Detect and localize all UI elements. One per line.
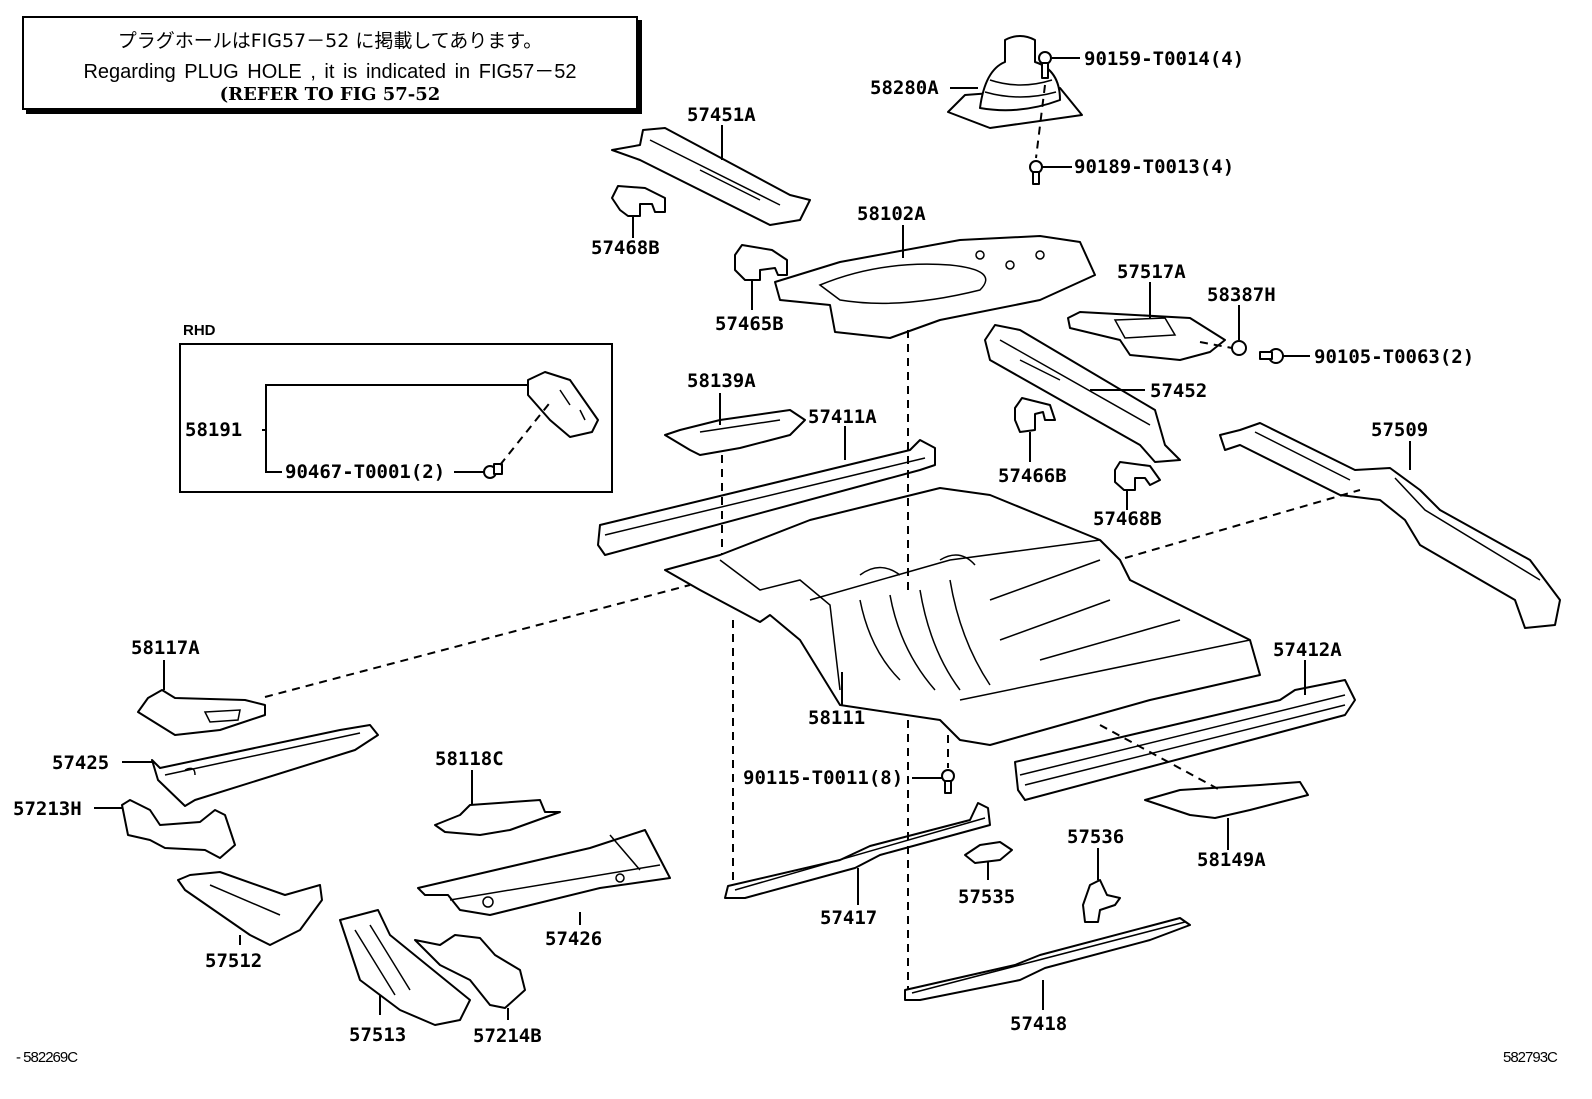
label-57468B-mid: 57468B	[1093, 508, 1162, 530]
label-57512: 57512	[205, 950, 262, 972]
part-58139A[interactable]	[664, 409, 806, 456]
note-english-text: Regarding PLUG HOLE , it is indicated in…	[83, 61, 577, 83]
label-57213H: 57213H	[13, 798, 82, 820]
part-57468B-bracket-mid[interactable]	[1114, 461, 1161, 491]
label-58149A: 58149A	[1197, 849, 1266, 871]
bolt-90115-icon[interactable]	[941, 769, 955, 794]
part-57468B-bracket-top[interactable]	[611, 185, 666, 217]
part-58191-bracket[interactable]	[527, 371, 599, 438]
label-57451A: 57451A	[687, 104, 756, 126]
part-58280A-shift-boot[interactable]	[947, 35, 1083, 129]
label-57452: 57452	[1150, 380, 1207, 402]
plug-hole-note-box: プラグホールはFIG57－52 に掲載してあります。 Regarding PLU…	[22, 16, 638, 110]
label-57411A: 57411A	[808, 406, 877, 428]
label-90115-T0011: 90115-T0011(8)	[743, 767, 903, 789]
label-57509: 57509	[1371, 419, 1428, 441]
part-57517A[interactable]	[1067, 311, 1226, 361]
part-58102A[interactable]	[774, 235, 1096, 339]
note-japanese-text: プラグホールはFIG57－52 に掲載してあります。	[117, 30, 543, 52]
label-90105-T0063: 90105-T0063(2)	[1314, 346, 1474, 368]
label-58387H: 58387H	[1207, 284, 1276, 306]
label-58139A: 58139A	[687, 370, 756, 392]
part-57512[interactable]	[177, 871, 323, 946]
label-58111: 58111	[808, 707, 865, 729]
part-57536[interactable]	[1082, 879, 1121, 923]
part-57513[interactable]	[339, 909, 471, 1026]
label-57214B: 57214B	[473, 1025, 542, 1047]
part-57425[interactable]	[151, 724, 379, 807]
part-58118C[interactable]	[434, 799, 561, 836]
part-57535[interactable]	[964, 841, 1013, 864]
part-57465B-bracket[interactable]	[734, 244, 788, 281]
part-57411A[interactable]	[597, 439, 936, 556]
screw-90467-icon[interactable]	[483, 463, 503, 479]
part-57417[interactable]	[724, 802, 991, 899]
part-57426[interactable]	[417, 829, 671, 916]
alignment-line	[1099, 724, 1221, 791]
figure-code-right: 582793C	[1503, 1049, 1558, 1066]
label-58117A: 58117A	[131, 637, 200, 659]
label-57517A: 57517A	[1117, 261, 1186, 283]
part-57466B-bracket[interactable]	[1014, 397, 1056, 433]
rhd-inset-box	[179, 343, 613, 493]
label-57417: 57417	[820, 907, 877, 929]
label-58191: 58191	[185, 419, 242, 441]
bolt-90189-icon[interactable]	[1029, 160, 1043, 185]
part-58111-floor-pan[interactable]	[664, 487, 1261, 746]
bolt-90105-icon[interactable]	[1259, 348, 1284, 364]
label-57426: 57426	[545, 928, 602, 950]
part-57418[interactable]	[904, 917, 1191, 1001]
label-57536: 57536	[1067, 826, 1124, 848]
part-57509[interactable]	[1219, 422, 1561, 629]
label-57465B: 57465B	[715, 313, 784, 335]
label-57535: 57535	[958, 886, 1015, 908]
alignment-line	[1124, 489, 1361, 559]
label-90467-T0001: 90467-T0001(2)	[285, 461, 445, 483]
label-58102A: 58102A	[857, 203, 926, 225]
part-57214B[interactable]	[414, 934, 526, 1009]
alignment-line	[264, 584, 691, 698]
clip-58387H-icon[interactable]	[1231, 340, 1247, 356]
label-57412A: 57412A	[1273, 639, 1342, 661]
label-57466B: 57466B	[998, 465, 1067, 487]
part-57213H[interactable]	[121, 799, 236, 859]
part-58149A[interactable]	[1144, 781, 1309, 819]
part-57452[interactable]	[984, 324, 1181, 463]
label-57513: 57513	[349, 1024, 406, 1046]
figure-code-left: - 582269C	[16, 1049, 78, 1066]
label-57418: 57418	[1010, 1013, 1067, 1035]
bolt-90159-icon[interactable]	[1038, 51, 1052, 79]
label-58118C: 58118C	[435, 748, 504, 770]
label-57468B-top: 57468B	[591, 237, 660, 259]
part-57412A[interactable]	[1014, 679, 1356, 801]
note-reference-text: (REFER TO FIG 57-52	[219, 84, 441, 105]
part-57451A[interactable]	[611, 127, 811, 226]
label-57425: 57425	[52, 752, 109, 774]
label-90189-T0013: 90189-T0013(4)	[1074, 156, 1234, 178]
alignment-line	[1199, 341, 1233, 349]
rhd-title: RHD	[183, 322, 216, 339]
label-90159-T0014: 90159-T0014(4)	[1084, 48, 1244, 70]
label-58280A: 58280A	[870, 77, 939, 99]
part-58117A[interactable]	[137, 689, 266, 736]
